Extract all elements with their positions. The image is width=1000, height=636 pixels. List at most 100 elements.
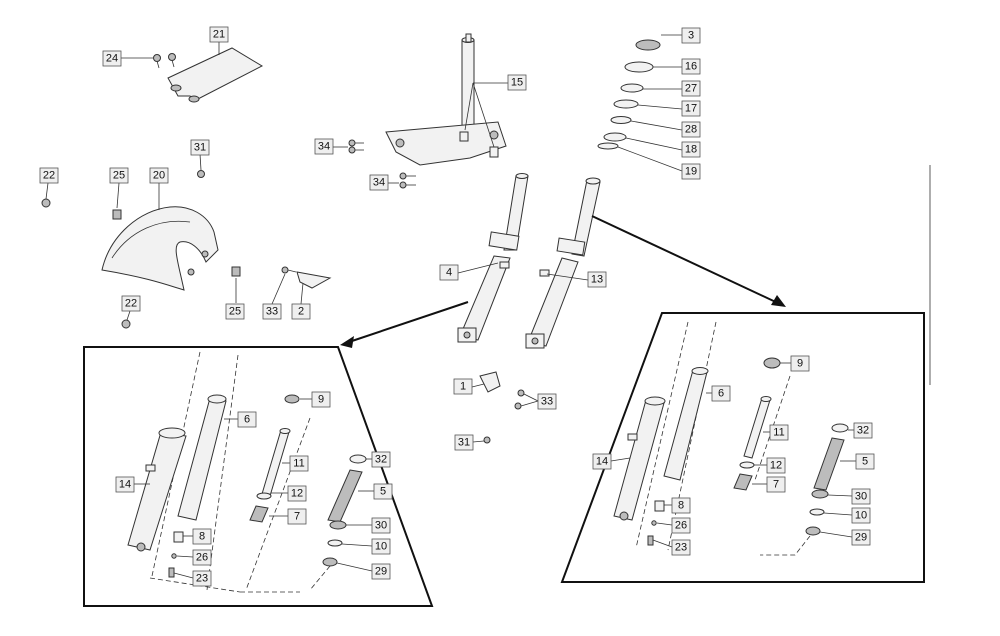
svg-text:17: 17: [685, 103, 697, 115]
callout-right-5: 5: [855, 453, 875, 470]
part-22-bolt-lower: [121, 319, 131, 329]
svg-text:11: 11: [293, 458, 304, 470]
svg-text:6: 6: [244, 414, 250, 426]
svg-text:12: 12: [291, 488, 303, 500]
part-2-bracket: [296, 271, 332, 289]
svg-text:7: 7: [294, 511, 300, 523]
part-33-bolt-small: [281, 266, 297, 274]
svg-text:30: 30: [375, 520, 387, 532]
arrow-head-left: [340, 336, 354, 348]
callout-15: 15: [507, 74, 527, 91]
callout-22-lower: 22: [121, 295, 141, 312]
svg-text:34: 34: [318, 141, 330, 153]
callout-left-11: 11: [289, 455, 309, 472]
svg-text:19: 19: [685, 166, 697, 178]
callout-left-32: 32: [371, 451, 391, 468]
callout-25-upper: 25: [109, 167, 129, 184]
svg-text:14: 14: [596, 456, 608, 468]
arrow-to-right-detail: [591, 215, 781, 305]
svg-text:12: 12: [770, 460, 782, 472]
svg-text:32: 32: [857, 425, 869, 437]
part-1-bracket: [479, 371, 501, 393]
svg-text:22: 22: [43, 170, 55, 182]
callout-31-lower: 31: [454, 434, 474, 451]
svg-text:5: 5: [380, 486, 386, 498]
svg-text:23: 23: [675, 542, 687, 554]
callout-25-lower: 25: [225, 303, 245, 320]
svg-text:22: 22: [125, 298, 137, 310]
svg-text:4: 4: [446, 267, 452, 279]
part-33-bolts-pair: [514, 389, 525, 410]
svg-text:10: 10: [855, 510, 867, 522]
callout-31-upper: 31: [190, 139, 210, 156]
svg-text:3: 3: [688, 30, 694, 42]
callout-left-12: 12: [287, 485, 307, 502]
part-22-bolt-upper: [41, 198, 51, 208]
callout-right-32: 32: [853, 422, 873, 439]
part-20-front-mudguard: [101, 206, 219, 291]
svg-text:2: 2: [298, 306, 304, 318]
svg-text:29: 29: [375, 566, 387, 578]
callout-left-9: 9: [311, 391, 331, 408]
callout-18: 18: [681, 141, 701, 158]
callout-right-14: 14: [592, 453, 612, 470]
callout-right-26: 26: [671, 517, 691, 534]
svg-text:7: 7: [773, 479, 779, 491]
arrow-to-left-detail: [345, 301, 469, 344]
callout-left-8: 8: [192, 528, 212, 545]
callout-left-23: 23: [192, 570, 212, 587]
callout-4: 4: [439, 264, 459, 281]
callout-22-upper: 22: [39, 167, 59, 184]
bearing-stack: [597, 39, 661, 150]
callout-33-upper: 33: [262, 303, 282, 320]
svg-text:26: 26: [196, 552, 208, 564]
part-31-bolt-lower: [483, 436, 491, 444]
part-4-fork-leg-left: [457, 173, 529, 343]
right-detail-parts: [613, 321, 849, 556]
part-34-bolts-lower: [399, 172, 416, 189]
part-31-bolt-upper: [197, 170, 205, 178]
callout-34-upper: 34: [314, 138, 334, 155]
svg-text:8: 8: [678, 500, 684, 512]
svg-text:13: 13: [591, 274, 603, 286]
svg-text:11: 11: [773, 427, 784, 439]
callout-27: 27: [681, 80, 701, 97]
svg-text:9: 9: [318, 394, 324, 406]
callout-2: 2: [291, 303, 311, 320]
callout-16: 16: [681, 58, 701, 75]
arrow-head-right: [771, 295, 786, 307]
callout-left-29: 29: [371, 563, 391, 580]
callout-24: 24: [102, 50, 122, 67]
svg-text:32: 32: [375, 454, 387, 466]
svg-text:33: 33: [266, 306, 278, 318]
callout-3: 3: [681, 27, 701, 44]
callout-19: 19: [681, 163, 701, 180]
part-13-fork-leg-right: [525, 177, 601, 349]
part-34-bolts-upper: [348, 139, 364, 154]
callout-34-lower: 34: [369, 174, 389, 191]
svg-text:5: 5: [862, 456, 868, 468]
svg-text:16: 16: [685, 61, 697, 73]
svg-text:14: 14: [119, 479, 131, 491]
callout-left-5: 5: [373, 483, 393, 500]
callout-right-7: 7: [766, 476, 786, 493]
svg-text:31: 31: [458, 437, 470, 449]
svg-text:20: 20: [153, 170, 165, 182]
svg-text:23: 23: [196, 573, 208, 585]
svg-text:1: 1: [460, 381, 466, 393]
part-21-bracket-plate: [167, 47, 264, 103]
callout-left-30: 30: [371, 517, 391, 534]
callout-left-26: 26: [192, 549, 212, 566]
svg-text:18: 18: [685, 144, 697, 156]
svg-text:21: 21: [213, 29, 225, 41]
svg-text:25: 25: [113, 170, 125, 182]
left-detail-frame: [83, 346, 434, 607]
callout-right-11: 11: [769, 424, 789, 441]
svg-text:27: 27: [685, 83, 697, 95]
svg-text:29: 29: [855, 532, 867, 544]
svg-text:28: 28: [685, 124, 697, 136]
callout-20: 20: [149, 167, 169, 184]
callout-right-10: 10: [851, 507, 871, 524]
callout-left-14: 14: [115, 476, 135, 493]
callout-right-8: 8: [671, 497, 691, 514]
